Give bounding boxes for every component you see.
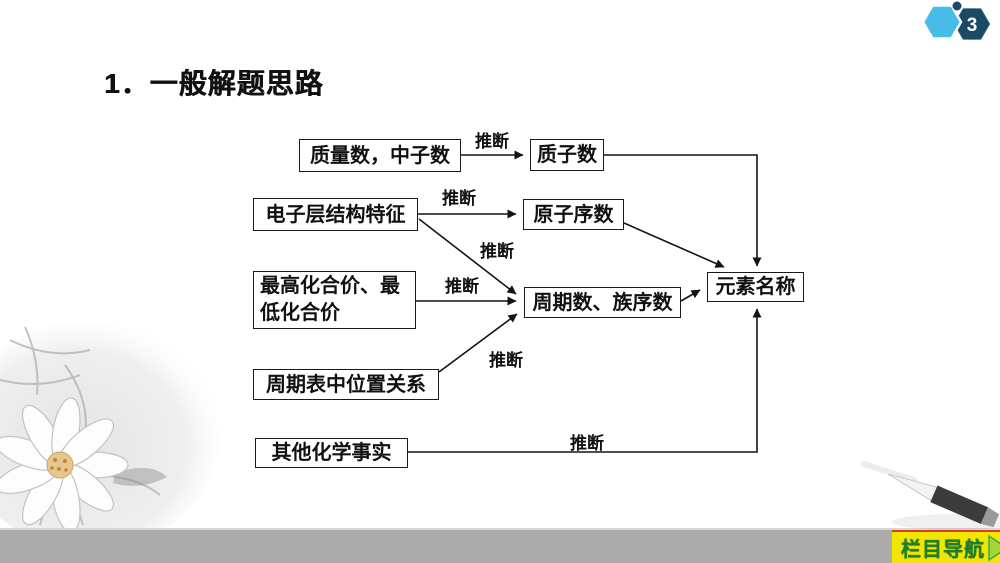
- badge-dot-icon: [952, 1, 962, 11]
- edge-label-infer-3: 推断: [480, 242, 514, 261]
- edge-label-infer-4: 推断: [445, 277, 479, 296]
- valence-line-2: 低化合价: [260, 302, 340, 324]
- hexagon-dark-icon: [954, 8, 990, 40]
- section-nav-label: 栏目导航: [901, 539, 985, 561]
- pen-decoration: [861, 461, 1000, 530]
- flowchart-box-element-name: 元素名称: [707, 272, 804, 302]
- page-number-badge: 3: [921, 1, 990, 40]
- edge-label-infer-5: 推断: [489, 351, 523, 370]
- page-number: 3: [967, 15, 978, 36]
- edge-label-infer-6: 推断: [570, 434, 604, 453]
- flowchart-box-proton: 质子数: [530, 139, 604, 171]
- flowchart-box-atomic-number: 原子序数: [523, 199, 624, 230]
- hexagon-light-icon: [921, 4, 963, 40]
- edge-label-infer-1: 推断: [475, 132, 509, 151]
- flowchart-box-periodic-position: 周期表中位置关系: [253, 369, 439, 400]
- flowchart-box-period-group: 周期数、族序数: [524, 287, 681, 318]
- flowchart-box-mass-neutron: 质量数，中子数: [299, 139, 461, 172]
- flowchart-box-other-facts: 其他化学事实: [255, 438, 408, 468]
- flowchart-box-electron-shell: 电子层结构特征: [253, 198, 418, 231]
- edge-label-infer-2: 推断: [442, 189, 476, 208]
- chevron-right-icon: [988, 534, 1000, 561]
- section-nav-button[interactable]: 栏目导航: [892, 530, 1000, 563]
- flowchart-box-valence: 最高化合价、最 低化合价: [253, 271, 416, 329]
- page-title: 1．一般解题思路: [104, 68, 324, 99]
- valence-line-1: 最高化合价、最: [260, 275, 400, 297]
- lotus-flower-decoration: [0, 325, 220, 528]
- bottom-bar: [0, 528, 1000, 563]
